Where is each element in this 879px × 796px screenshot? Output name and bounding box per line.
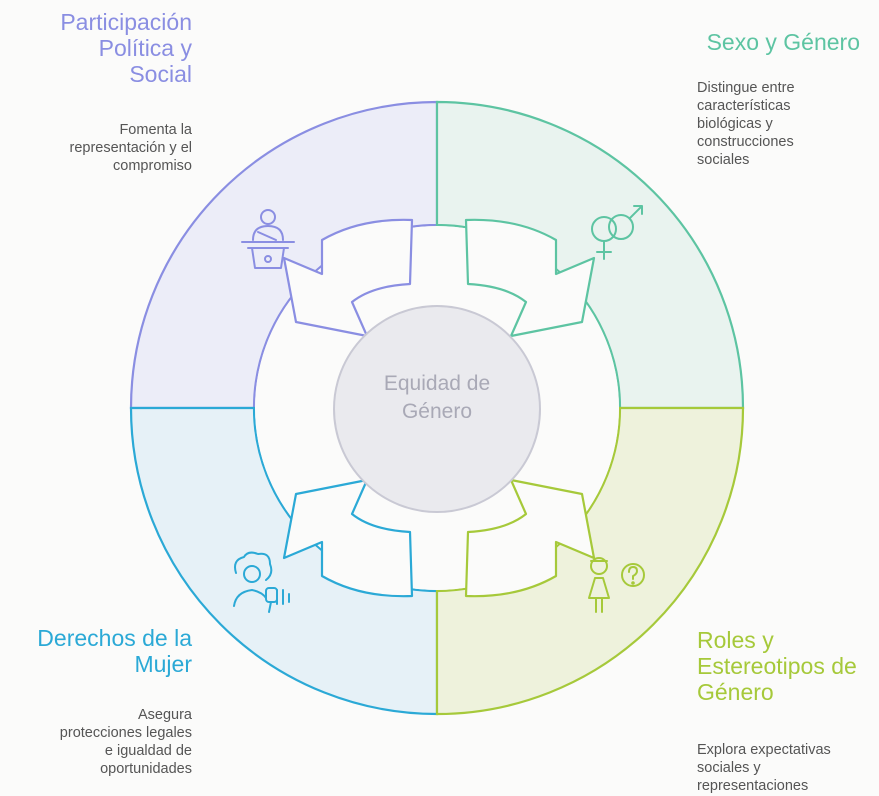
- description-sexo-genero: Distingue entre características biológic…: [697, 79, 877, 169]
- title-line: Estereotipos de: [697, 653, 857, 679]
- title-line: Género: [697, 679, 774, 705]
- description-line: Asegura: [137, 707, 192, 723]
- description-line: sociales y: [697, 760, 761, 776]
- arrow-bottom-left: [282, 478, 414, 598]
- description-line: construcciones: [697, 134, 794, 150]
- title-line: Participación: [60, 9, 192, 35]
- arrow-bottom-right: [464, 478, 596, 598]
- title-line: Derechos de la: [37, 625, 192, 651]
- title-line: Sexo y Género: [706, 29, 860, 55]
- description-line: e igualdad de: [104, 743, 192, 759]
- title-line: Política y: [98, 35, 192, 61]
- gender-symbols-icon: [591, 205, 643, 260]
- title-derechos-mujer: Derechos de la Mujer: [0, 625, 192, 677]
- description-line: Fomenta la: [119, 122, 192, 138]
- description-derechos-mujer: Asegura protecciones legales e igualdad …: [0, 706, 192, 778]
- description-line: Distingue entre: [697, 80, 795, 96]
- title-sexo-genero: Sexo y Género: [660, 29, 860, 55]
- description-participacion: Fomenta la representación y el compromis…: [0, 121, 192, 175]
- description-line: sociales: [697, 152, 750, 168]
- title-participacion: Participación Política y Social: [0, 9, 192, 87]
- person-question-icon: [588, 557, 645, 613]
- title-line: Mujer: [134, 651, 192, 677]
- arrow-top-right: [464, 218, 596, 338]
- speaker-podium-icon: [241, 209, 295, 269]
- description-line: protecciones legales: [59, 725, 192, 741]
- description-line: oportunidades: [100, 761, 192, 777]
- description-line: biológicas y: [697, 116, 773, 132]
- center-circle: [333, 305, 541, 513]
- quadrant-top-left: [129, 100, 439, 410]
- description-roles-estereotipos: Explora expectativas sociales y represen…: [697, 741, 877, 796]
- title-roles-estereotipos: Roles y Estereotipos de Género: [697, 627, 879, 705]
- title-line: Social: [129, 61, 192, 87]
- center-label: Equidad de Género: [337, 370, 537, 450]
- center-label-line-1: Equidad de: [383, 372, 491, 395]
- arrow-top-left: [282, 218, 414, 338]
- description-line: características: [697, 98, 791, 114]
- description-line: compromiso: [113, 158, 192, 174]
- title-line: Roles y: [697, 627, 774, 653]
- center-label-line-2: Género: [401, 400, 473, 423]
- description-line: representación y el: [69, 140, 192, 156]
- description-line: Explora expectativas: [697, 742, 831, 758]
- woman-speaking-icon: [233, 551, 290, 613]
- description-line: representaciones: [697, 778, 809, 794]
